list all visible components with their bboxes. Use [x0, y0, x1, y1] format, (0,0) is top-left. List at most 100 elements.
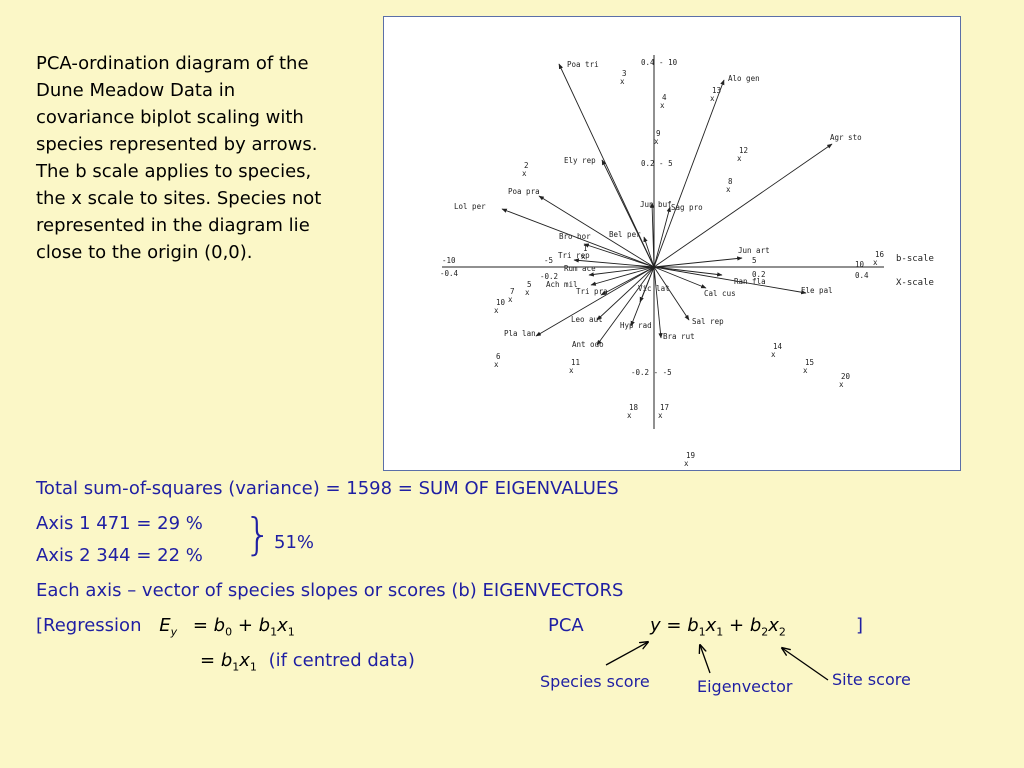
site-marker-2: 2	[524, 161, 529, 170]
species-arrow-alo-gen	[653, 79, 725, 268]
tick-ax-m10: -10	[442, 256, 456, 265]
species-score-arrow	[605, 642, 648, 666]
species-score-label: Species score	[540, 672, 650, 691]
species-arrow-sag-pro	[653, 206, 671, 268]
site-marker-7: 7	[510, 287, 515, 296]
site-cross-15: x	[803, 366, 808, 375]
species-arrow-tri-rep	[573, 258, 655, 268]
tick-ax-p5: 5	[752, 256, 757, 265]
species-arrow-pla-lan	[535, 266, 655, 337]
species-label-ele-pal: Ele pal	[801, 286, 833, 295]
site-score-label: Site score	[832, 670, 911, 689]
axis2-line: Axis 2 344 = 22 %	[36, 545, 203, 566]
site-cross-14: x	[771, 350, 776, 359]
species-arrow-cal-cus	[653, 266, 707, 289]
species-label-bro-hor: Bro hor	[559, 232, 591, 241]
site-marker-5: 5	[527, 280, 532, 289]
species-label-tri-pra: Tri pra	[576, 287, 608, 296]
species-label-sal-rep: Sal rep	[692, 317, 724, 326]
species-arrow-ant-odo	[596, 266, 655, 346]
species-label-ant-odo: Ant odo	[572, 340, 604, 349]
species-label-jun-buf: Jun buf	[640, 200, 672, 209]
site-marker-11: 11	[571, 358, 580, 367]
site-cross-16: x	[873, 258, 878, 267]
eigenvector-arrow	[700, 645, 711, 674]
species-arrow-ele-pal	[653, 266, 807, 295]
regression-eq2: = b1x1	[200, 650, 257, 674]
site-marker-18: 18	[629, 403, 639, 412]
species-label-alo-gen: Alo gen	[728, 74, 760, 83]
site-cross-11: x	[569, 366, 574, 375]
species-label-ely-rep: Ely rep	[564, 156, 596, 165]
x-scale-label: X-scale	[896, 278, 934, 288]
site-cross-9: x	[654, 137, 659, 146]
regression-open: [Regression	[36, 615, 142, 636]
brace-symbol: }	[244, 509, 272, 560]
site-marker-14: 14	[773, 342, 783, 351]
site-cross-20: x	[839, 380, 844, 389]
site-cross-5: x	[525, 288, 530, 297]
species-arrow-bro-hor	[583, 243, 655, 268]
tick-ax-p10: 10	[855, 260, 865, 269]
site-marker-17: 17	[660, 403, 669, 412]
species-label-bra-rut: Bra rut	[663, 332, 695, 341]
species-label-poa-tri: Poa tri	[567, 60, 599, 69]
species-label-ach-mil: Ach mil	[546, 280, 578, 289]
site-marker-9: 9	[656, 129, 661, 138]
site-cross-1: x	[581, 252, 586, 261]
tick-ax-m02: -0.2	[540, 272, 558, 281]
species-arrow-agr-sto	[653, 143, 833, 268]
eigenvector-label: Eigenvector	[697, 677, 793, 696]
site-score-arrow	[782, 648, 829, 681]
site-cross-2: x	[522, 169, 527, 178]
centred-note: (if centred data)	[268, 650, 415, 671]
axis1-line: Axis 1 471 = 29 %	[36, 513, 203, 534]
site-marker-12: 12	[739, 146, 748, 155]
site-cross-12: x	[737, 154, 742, 163]
species-label-hyp-rad: Hyp rad	[620, 321, 652, 330]
site-cross-18: x	[627, 411, 632, 420]
species-arrow-rum-ace	[588, 266, 655, 277]
tick-ax-m5: -5	[544, 256, 553, 265]
site-marker-1: 1	[583, 244, 588, 253]
regression-line: [Regression Ey = b0 + b1x1	[36, 615, 295, 639]
tick-ay-mid: 0.2 - 5	[641, 159, 673, 168]
site-marker-13: 13	[712, 86, 721, 95]
tick-ay-top: 0.4 - 10	[641, 58, 678, 67]
species-label-pla-lan: Pla lan	[504, 329, 536, 338]
species-arrow-poa-pra	[538, 195, 655, 268]
regression-eq1: = b0 + b1x1	[192, 615, 295, 639]
species-arrow-ely-rep	[601, 159, 655, 268]
species-arrow-sal-rep	[653, 266, 690, 321]
site-marker-15: 15	[805, 358, 814, 367]
site-marker-19: 19	[686, 451, 695, 460]
site-cross-4: x	[660, 101, 665, 110]
species-label-vic-lat: Vic lat	[638, 284, 670, 293]
site-marker-16: 16	[875, 250, 885, 259]
site-marker-4: 4	[662, 93, 667, 102]
species-label-lol-per: Lol per	[454, 202, 486, 211]
pca-equation: y = b1x1 + b2x2	[650, 615, 786, 639]
regression-E: Ey	[159, 615, 178, 639]
species-label-jun-art: Jun art	[738, 246, 770, 255]
figure-caption: PCA-ordination diagram of the Dune Meado…	[36, 53, 322, 263]
species-label-poa-pra: Poa pra	[508, 187, 540, 196]
tick-ax-m04: -0.4	[440, 269, 459, 278]
species-arrow-poa-tri	[558, 63, 655, 268]
site-cross-7: x	[508, 295, 513, 304]
species-arrow-leo-aut	[596, 266, 655, 321]
site-marker-6: 6	[496, 352, 501, 361]
species-arrow-bra-rut	[653, 266, 663, 339]
species-label-rum-ace: Rum ace	[564, 264, 596, 273]
tick-ax-p04: 0.4	[855, 271, 869, 280]
site-marker-10: 10	[496, 298, 506, 307]
species-arrow-jun-buf	[649, 202, 655, 268]
site-cross-17: x	[658, 411, 663, 420]
species-label-leo-aut: Leo aut	[571, 315, 603, 324]
tick-ay-low: -0.2 - -5	[631, 368, 672, 377]
species-label-tri-rep: Tri rep	[558, 251, 590, 260]
site-cross-19: x	[684, 459, 689, 468]
regression-close: ]	[856, 615, 864, 636]
